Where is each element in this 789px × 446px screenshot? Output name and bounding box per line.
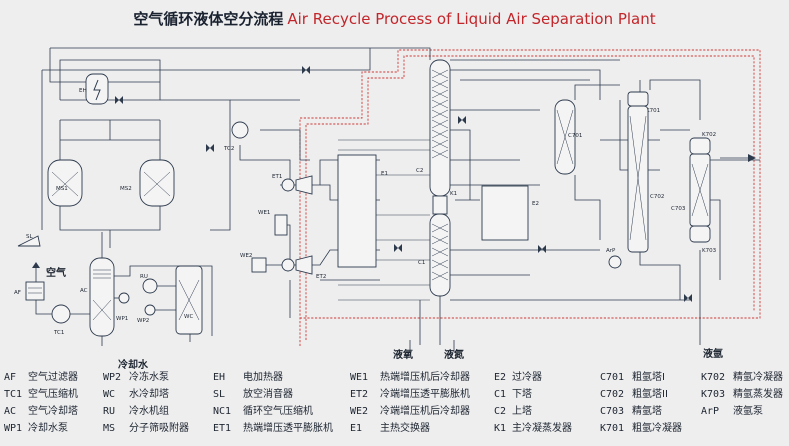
label-ms1: MS1 xyxy=(56,186,68,192)
expander-et2 xyxy=(281,255,313,275)
cooler-we2 xyxy=(251,257,267,273)
liquid-argon-pump-arp xyxy=(608,255,622,269)
molecular-sieve-ms2 xyxy=(139,159,175,207)
label-we2: WE2 xyxy=(240,253,252,259)
output-lox: 液氧 xyxy=(393,348,413,361)
cold-box-boundary xyxy=(299,49,761,346)
air-cooling-tower-ac xyxy=(89,257,115,337)
label-af: AF xyxy=(14,290,21,296)
electric-heater-eh xyxy=(85,73,109,105)
label-wp2: WP2 xyxy=(137,318,149,324)
label-c702: C702 xyxy=(650,194,664,200)
argon-outlet-arrow-icon xyxy=(748,154,756,162)
silencer-sl xyxy=(17,235,41,247)
main-heat-exchanger-e1 xyxy=(337,154,377,268)
label-et2: ET2 xyxy=(316,274,326,280)
crude-argon-column-c702 xyxy=(627,105,649,253)
title-english: Air Recycle Process of Liquid Air Separa… xyxy=(287,10,656,28)
air-inlet-label: 空气 xyxy=(46,266,66,279)
label-k1: K1 xyxy=(450,191,457,197)
label-k701: K701 xyxy=(646,108,660,114)
crude-argon-column-c701 xyxy=(554,99,576,175)
pure-argon-evaporator-k703 xyxy=(689,225,711,243)
label-ms2: MS2 xyxy=(120,186,132,192)
label-e2: E2 xyxy=(532,201,539,207)
pipe-af-tc1 xyxy=(35,300,52,315)
label-we1: WE1 xyxy=(258,210,270,216)
pure-argon-condenser-k702 xyxy=(689,137,711,155)
air-filter-af xyxy=(25,281,45,301)
upper-column-c2 xyxy=(429,59,451,197)
pipe-network xyxy=(41,47,760,345)
label-wc: WC xyxy=(184,314,193,320)
label-tc2: TC2 xyxy=(223,146,234,152)
label-arp: ArP xyxy=(606,248,616,254)
pipe-water-loop xyxy=(114,265,213,336)
expander-et1 xyxy=(281,175,313,195)
label-sl: SL xyxy=(26,234,33,240)
subcooler-e2 xyxy=(481,185,529,241)
label-ac: AC xyxy=(80,288,88,294)
label-k703: K703 xyxy=(702,248,717,254)
label-c701: C701 xyxy=(568,133,582,139)
label-c1: C1 xyxy=(418,260,425,266)
main-condenser-k1 xyxy=(432,195,448,215)
air-inlet-arrow-icon xyxy=(32,262,40,268)
cooling-water-pump-wp1 xyxy=(118,292,130,304)
cold-box-boundary-inner xyxy=(305,55,755,340)
label-ru: RU xyxy=(140,274,148,280)
label-k702: K702 xyxy=(702,132,716,138)
compressor-tc2 xyxy=(231,121,249,139)
label-et1: ET1 xyxy=(272,174,282,180)
molecular-sieve-ms1 xyxy=(47,159,83,207)
water-cooling-tower-wc xyxy=(175,265,203,335)
label-e1: E1 xyxy=(381,171,388,177)
title-chinese: 空气循环液体空分流程 xyxy=(133,10,284,28)
label-eh: EH xyxy=(79,88,87,94)
crude-argon-condenser-k701 xyxy=(627,91,649,107)
air-compressor-tc1 xyxy=(51,304,71,324)
lightning-icon xyxy=(93,79,101,101)
lower-column-c1 xyxy=(429,213,451,297)
chilled-water-pump-wp2 xyxy=(144,304,156,316)
label-wp1: WP1 xyxy=(116,316,128,322)
valve-symbols xyxy=(115,66,692,302)
cooling-water-label: 冷却水 xyxy=(118,358,149,371)
output-lin: 液氮 xyxy=(444,348,464,361)
label-c2: C2 xyxy=(416,168,423,174)
cooler-we1 xyxy=(274,214,288,236)
label-c703: C703 xyxy=(671,206,686,212)
output-lar: 液氩 xyxy=(703,347,723,360)
pure-argon-column-c703 xyxy=(689,153,711,227)
chiller-unit-ru xyxy=(142,278,158,294)
label-tc1: TC1 xyxy=(53,330,64,336)
